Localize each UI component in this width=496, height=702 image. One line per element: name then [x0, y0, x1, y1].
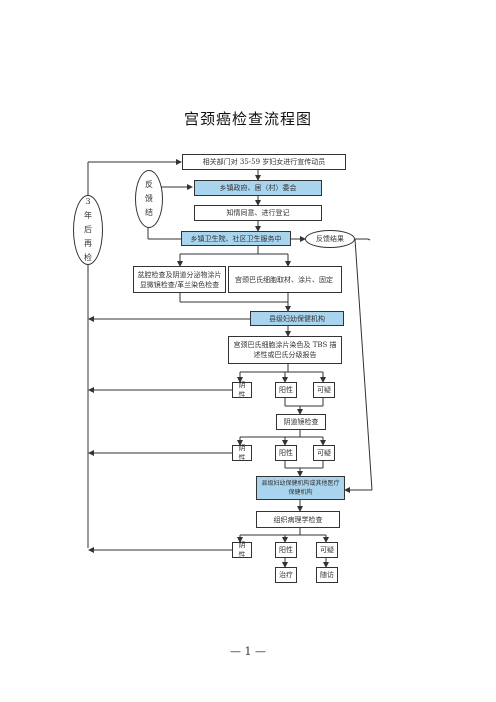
colposcopy-suspicious-box: 可疑	[313, 445, 335, 461]
treatment-box: 治疗	[275, 567, 297, 583]
feedback-result-oval: 反馈结果	[305, 230, 355, 248]
colposcopy-negative-box: 阴性	[232, 444, 252, 462]
cytology-sampling-box: 宫颈巴氏细胞取材、涂片、固定	[228, 266, 342, 293]
township-government-box: 乡镇政府、居（村）委会	[194, 180, 322, 196]
health-center-box: 乡镇卫生院、社区卫生服务中	[181, 231, 291, 246]
page-title: 宫颈癌检查流程图	[183, 110, 312, 128]
pathology-box: 组织病理学检查	[256, 511, 340, 528]
pathology-negative-box: 阴性	[232, 541, 252, 559]
pap-positive-box: 阳性	[275, 382, 297, 398]
pathology-suspicious-box: 可疑	[316, 542, 338, 558]
pap-negative-box: 阴性	[232, 381, 252, 399]
three-year-recheck-oval: 3年后再检	[73, 195, 103, 265]
pap-report-box: 宫颈巴氏细胞涂片染色及 TBS 描述性或巴氏分级报告	[228, 336, 342, 364]
three-year-recheck-text: 3年后再检	[84, 197, 92, 262]
feedback-oval-text: 反馈结	[145, 180, 153, 217]
follow-up-box: 随访	[316, 567, 338, 583]
pap-suspicious-box: 可疑	[313, 382, 335, 398]
county-mch-box: 县级妇幼保健机构	[250, 311, 344, 326]
referral-organization-box: 县级妇幼保健机构或其他医疗保健机构	[256, 476, 345, 500]
feedback-oval: 反馈结	[135, 170, 163, 228]
consent-registration-box: 知情同意、进行登记	[194, 205, 322, 221]
gyn-exam-box: 盆腔检查及阴道分泌物涂片 显微镜检查/革兰染色检查	[133, 266, 226, 293]
colposcopy-box: 阴道镜检查	[276, 414, 326, 430]
mobilization-box: 相关部门对 35-59 岁妇女进行宣传动员	[182, 154, 346, 170]
page-number: — 1 —	[230, 645, 266, 658]
pathology-positive-box: 阳性	[275, 542, 297, 558]
colposcopy-positive-box: 阳性	[275, 445, 297, 461]
